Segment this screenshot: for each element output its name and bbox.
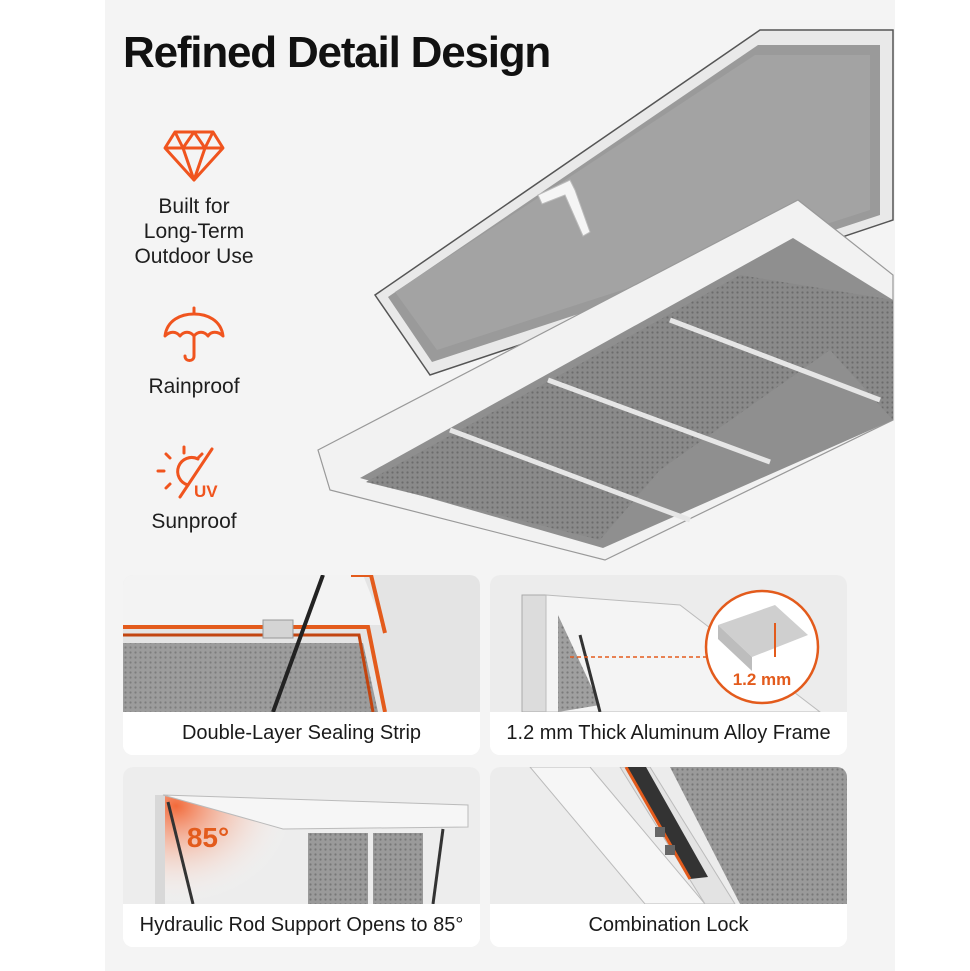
feature-durability: Built for Long-Term Outdoor Use [109,122,279,269]
diamond-icon [163,130,225,182]
thickness-callout: 1.2 mm [733,670,792,689]
sun-uv-icon: UV [156,445,218,501]
combination-lock-photo [490,767,847,904]
feature-durability-label: Built for Long-Term Outdoor Use [134,195,254,268]
aluminum-frame-caption: 1.2 mm Thick Aluminum Alloy Frame [490,712,847,755]
hero-product-image [317,29,894,561]
feature-rainproof-label: Rainproof [148,375,240,398]
angle-callout: 85° [187,822,229,853]
aluminum-frame-photo: 1.2 mm [490,575,847,712]
sealing-strip-caption: Double-Layer Sealing Strip [123,712,480,755]
feature-sunproof: UV Sunproof [109,445,279,534]
hydraulic-rod-caption: Hydraulic Rod Support Opens to 85° [123,904,480,947]
combination-lock-caption: Combination Lock [490,904,847,947]
detail-card-aluminum-frame: 1.2 mm 1.2 mm Thick Aluminum Alloy Frame [490,575,847,755]
detail-card-sealing-strip: Double-Layer Sealing Strip [123,575,480,755]
page-title: Refined Detail Design [123,28,551,77]
detail-card-combination-lock: Combination Lock [490,767,847,947]
uv-text: UV [194,482,218,501]
feature-rainproof: Rainproof [109,306,279,399]
hydraulic-rod-photo: 85° [123,767,480,904]
umbrella-icon [163,306,225,362]
sealing-strip-photo [123,575,480,712]
feature-sunproof-label: Sunproof [151,510,237,533]
detail-card-hydraulic-rod: 85° Hydraulic Rod Support Opens to 85° [123,767,480,947]
